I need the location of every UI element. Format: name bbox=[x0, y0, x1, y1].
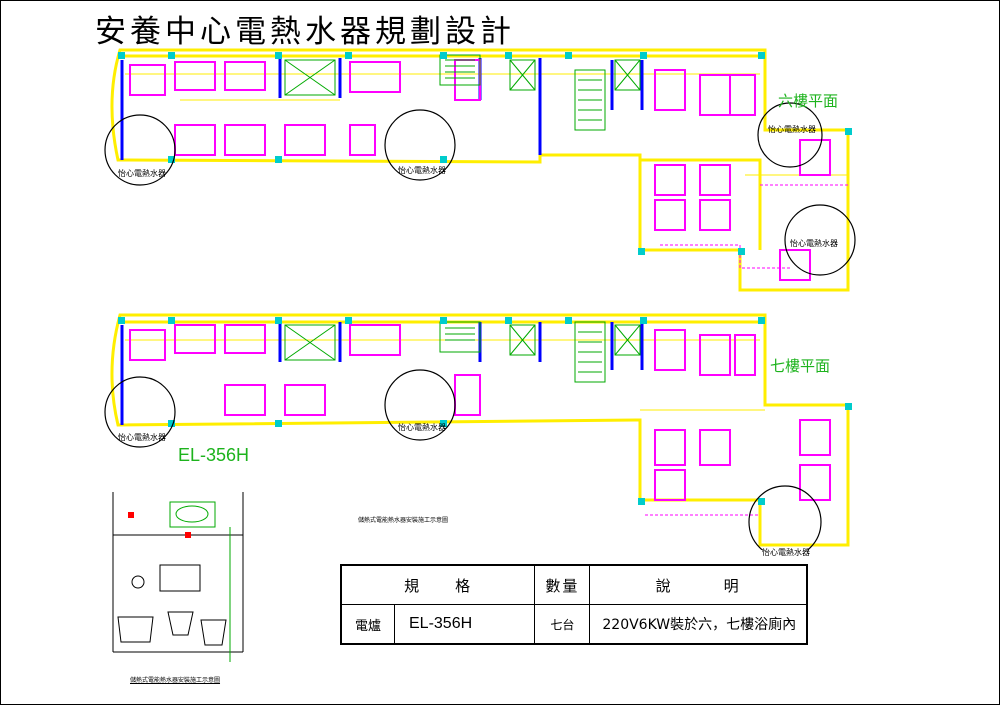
floor-label-7f: 七樓平面 bbox=[770, 358, 831, 375]
heater-note-7f-3: 怡心電熱水器 bbox=[762, 548, 810, 557]
heater-note-6f-1: 怡心電熱水器 bbox=[118, 169, 166, 178]
model-label: EL-356H bbox=[178, 445, 250, 465]
heater-note-7f-2: 怡心電熱水器 bbox=[398, 423, 446, 432]
table-row: 電爐 EL-356H 七台 220V6KW裝於六，七樓浴廁內 bbox=[340, 604, 808, 645]
sixth-floor-plan bbox=[104, 48, 856, 292]
heater-note-7f-1: 怡心電熱水器 bbox=[118, 433, 166, 442]
spec-table: 規 格 數量 說 明 電爐 EL-356H 七台 220V6KW裝於六，七樓浴廁… bbox=[340, 564, 808, 645]
detail-caption: 儲熱式電能熱水器安裝施工示意圖 bbox=[130, 677, 221, 684]
header-desc: 說 明 bbox=[589, 564, 808, 605]
header-spec: 規 格 bbox=[340, 564, 536, 605]
cell-desc: 220V6KW裝於六，七樓浴廁內 bbox=[589, 604, 808, 645]
installation-detail-drawing bbox=[112, 492, 244, 662]
seventh-floor-plan bbox=[104, 313, 852, 550]
drawing-title: 安養中心電熱水器規劃設計 bbox=[95, 14, 515, 50]
cell-model: EL-356H bbox=[393, 604, 536, 645]
cell-item: 電爐 bbox=[340, 604, 395, 645]
heater-note-6f-3: 怡心電熱水器 bbox=[768, 125, 816, 134]
cell-qty: 七台 bbox=[534, 604, 591, 645]
table-header-row: 規 格 數量 說 明 bbox=[340, 564, 808, 605]
header-qty: 數量 bbox=[534, 564, 591, 605]
heater-note-6f-4: 怡心電熱水器 bbox=[790, 239, 838, 248]
heater-note-6f-2: 怡心電熱水器 bbox=[398, 166, 446, 175]
schematic-caption: 儲熱式電能熱水器安裝施工示意圖 bbox=[358, 517, 449, 524]
floor-label-6f: 六樓平面 bbox=[778, 93, 839, 110]
